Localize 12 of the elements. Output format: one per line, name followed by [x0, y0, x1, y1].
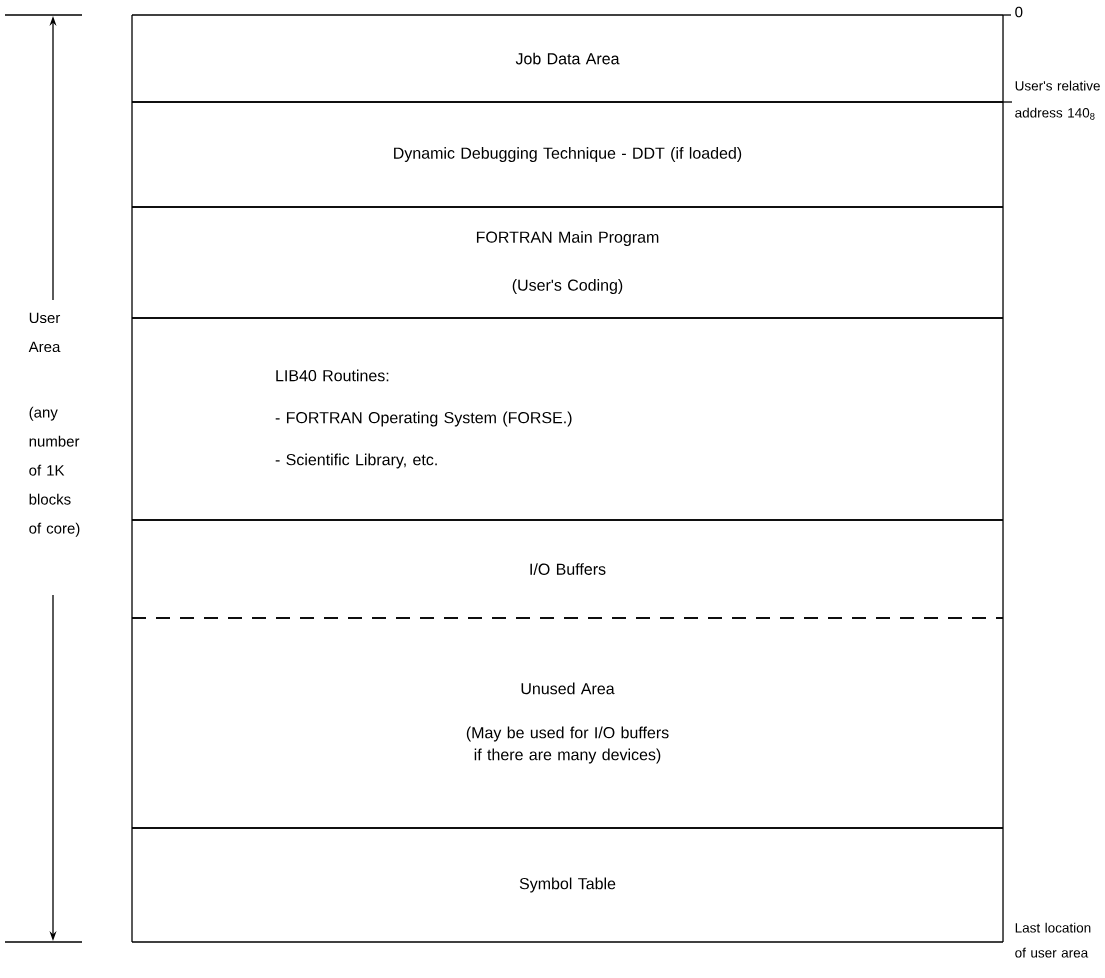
- memory-region: FORTRAN Main Program (User's Coding): [131, 206, 1004, 319]
- annotation: User's relative address 140$_{8}$: [1015, 80, 1100, 120]
- memory-region: Unused Area (May be used for I/O buffers if there are many devices): [131, 617, 1004, 829]
- annotation: 0: [1015, 6, 1023, 18]
- memory-region: Job Data Area: [131, 14, 1004, 103]
- annotation: (any number of 1K blocks of core): [29, 406, 80, 537]
- memory-region: Dynamic Debugging Technique - DDT (if loaded): [131, 101, 1004, 208]
- memory-region: LIB40 Routines: - FORTRAN Operating System (FORSE.) - Scientific Library, etc.: [131, 317, 1004, 521]
- annotation: User Area: [28, 312, 61, 353]
- annotation: Last location of user area: [1015, 922, 1091, 958]
- memory-region: I/O Buffers: [131, 519, 1004, 619]
- memory-region: Symbol Table: [131, 827, 1004, 943]
